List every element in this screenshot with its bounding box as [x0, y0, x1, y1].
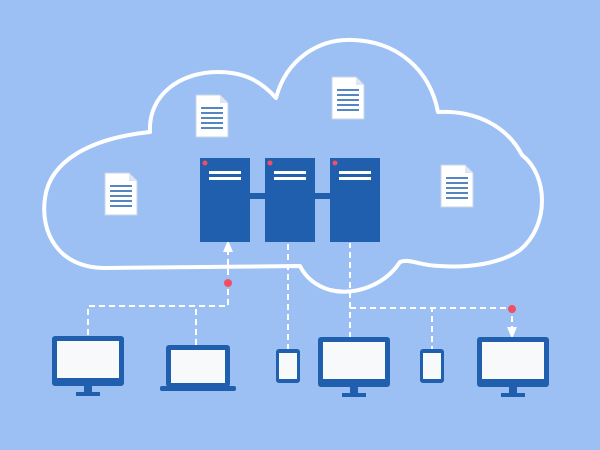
document-left-icon: [104, 172, 138, 216]
server-led: [202, 160, 208, 166]
document-top-center-icon: [331, 76, 365, 120]
laptop-icon: [160, 345, 236, 391]
cloud-outline-icon: [42, 37, 544, 294]
connection-node: [508, 305, 516, 313]
document-right-icon: [440, 164, 474, 208]
arrow-down-icon: [507, 327, 517, 339]
connection-node: [224, 279, 232, 287]
desktop-monitor-icon: [477, 337, 549, 397]
smartphone-icon: [420, 349, 444, 383]
server-2: [265, 158, 315, 242]
desktop-monitor-icon: [52, 336, 124, 396]
server-rack: [200, 158, 380, 242]
arrow-up-icon: [223, 240, 233, 252]
desktop-monitor-icon: [318, 337, 390, 397]
server-led: [332, 160, 338, 166]
server-3: [330, 158, 380, 242]
document-top-left-icon: [195, 94, 229, 138]
server-led: [267, 160, 273, 166]
server-1: [200, 158, 250, 242]
smartphone-icon: [276, 349, 300, 383]
